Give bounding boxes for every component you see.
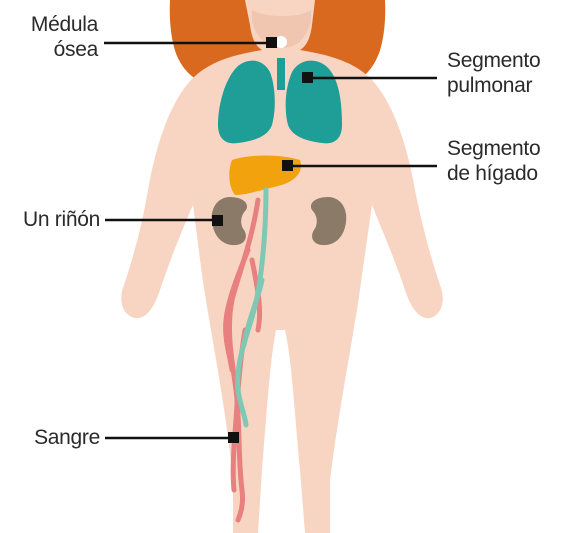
label-liver-segment: Segmento de hígado	[447, 136, 540, 186]
trachea	[277, 58, 285, 90]
marker-bone-marrow	[266, 37, 277, 48]
label-blood: Sangre	[2, 425, 100, 450]
label-bone-marrow-line-2: ósea	[8, 37, 98, 62]
marker-lung	[302, 72, 313, 83]
label-bone-marrow-line-1: Médula	[8, 12, 98, 37]
marker-liver	[282, 160, 293, 171]
label-liver-segment-line-2: de hígado	[447, 161, 540, 186]
label-liver-segment-line-1: Segmento	[447, 136, 540, 161]
label-lung-segment-line-2: pulmonar	[447, 73, 540, 98]
label-lung-segment: Segmento pulmonar	[447, 48, 540, 98]
marker-kidney	[212, 215, 223, 226]
label-lung-segment-line-1: Segmento	[447, 48, 540, 73]
label-bone-marrow: Médula ósea	[8, 12, 98, 62]
label-kidney: Un riñón	[2, 207, 100, 232]
marker-blood	[228, 432, 239, 443]
